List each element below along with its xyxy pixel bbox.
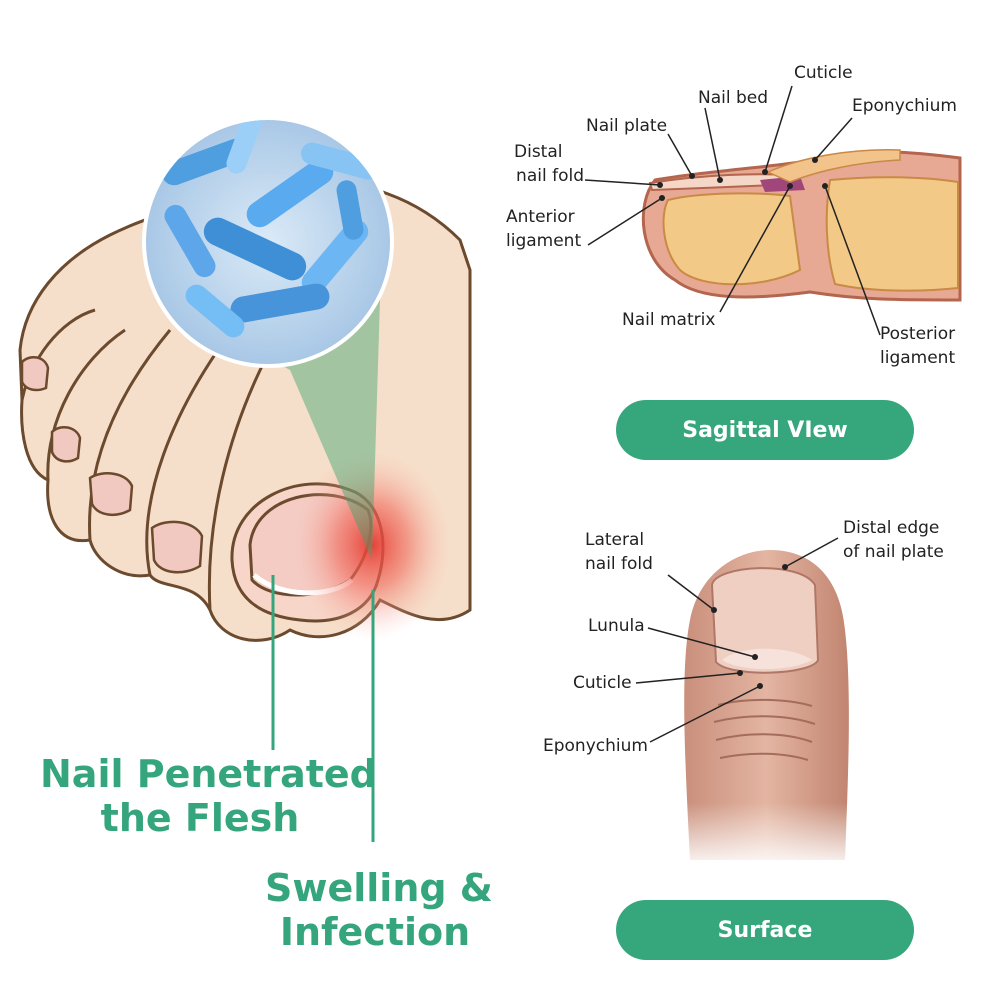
label-lunula: Lunula [588, 616, 645, 636]
leader-nail-plate [667, 133, 693, 177]
bone-distal [662, 192, 802, 286]
leader-lunula [647, 627, 756, 658]
leader-eponychium [814, 117, 853, 161]
label-nail-plate: Nail plate [586, 116, 668, 136]
label-cuticle-surface: Cuticle [573, 673, 632, 693]
infection-glow [292, 450, 452, 640]
callout-line-2: the Flesh [100, 796, 300, 840]
callout-line-2: Infection [279, 910, 471, 954]
bacterium [336, 180, 364, 240]
callout-line-1: Swelling & [265, 866, 493, 910]
surface-leaders [635, 537, 839, 743]
leader-eponychium-surface [649, 685, 761, 743]
bacterium [203, 217, 307, 281]
leader-lateral-fold [667, 574, 715, 611]
leader-distal-fold [584, 179, 661, 186]
surface-button[interactable]: Surface [616, 900, 914, 960]
bacterium [246, 158, 334, 228]
bacterium [185, 284, 245, 338]
leader-cuticle [764, 85, 793, 173]
toe-line [46, 328, 126, 481]
label-line: Posterior [880, 324, 956, 344]
surface-dots [711, 564, 788, 689]
callout-line-1: Nail Penetrated [40, 752, 377, 796]
foot-illustration [18, 116, 472, 842]
swelling-callout: Swelling & Infection [265, 866, 493, 954]
sagittal-leaders [584, 85, 881, 336]
toe-line [145, 339, 227, 576]
toenail [20, 355, 50, 392]
leader-matrix [719, 185, 791, 313]
label-line: Anterior [506, 207, 575, 227]
bacteria-cluster [161, 120, 380, 338]
thumb-surface-diagram [635, 537, 870, 870]
label-line: Lateral [585, 530, 645, 550]
label-posterior-ligament: Posterior ligament [880, 322, 955, 370]
toenail [88, 472, 134, 517]
thumb-fade [670, 600, 870, 870]
leader-anterior [587, 197, 663, 246]
leader-nail-bed [704, 107, 721, 181]
label-distal-nail-fold: Distal nail fold [480, 140, 584, 188]
label-anterior-ligament: Anterior ligament [506, 205, 581, 253]
label-eponychium-surface: Eponychium [543, 736, 648, 756]
label-nail-bed: Nail bed [698, 88, 769, 108]
leader-posterior [824, 185, 881, 336]
toe-line [207, 359, 267, 611]
label-cuticle: Cuticle [794, 63, 853, 83]
label-eponychium: Eponychium [852, 96, 957, 116]
bone-middle [825, 176, 959, 292]
bacterium [230, 283, 330, 323]
bacterium [164, 204, 216, 278]
label-line: nail fold [585, 554, 653, 574]
leader-cuticle-surface [635, 672, 741, 684]
magnifier-cone [160, 300, 380, 560]
leader-distal-edge [784, 537, 839, 568]
label-line: Distal [514, 142, 563, 162]
eponychium-fold [766, 148, 901, 183]
bacterium [300, 142, 380, 180]
label-line: ligament [880, 348, 956, 368]
toenail [50, 425, 82, 463]
sagittal-view-button[interactable]: Sagittal VIew [616, 400, 914, 460]
bacterium [226, 120, 264, 174]
toe-line [88, 329, 172, 541]
label-line: of nail plate [843, 542, 944, 562]
label-lateral-nail-fold: Lateral nail fold [585, 528, 653, 576]
toenail [150, 520, 204, 574]
label-line: Distal edge [843, 518, 940, 538]
label-line: nail fold [516, 166, 584, 186]
label-distal-edge: Distal edge of nail plate [843, 516, 944, 564]
label-line: ligament [506, 231, 582, 251]
sagittal-diagram [584, 85, 962, 336]
sagittal-dots [657, 157, 828, 201]
nail-penetrated-callout: Nail Penetrated the Flesh [40, 752, 377, 840]
label-nail-matrix: Nail matrix [622, 310, 716, 330]
bacterium [161, 138, 249, 186]
